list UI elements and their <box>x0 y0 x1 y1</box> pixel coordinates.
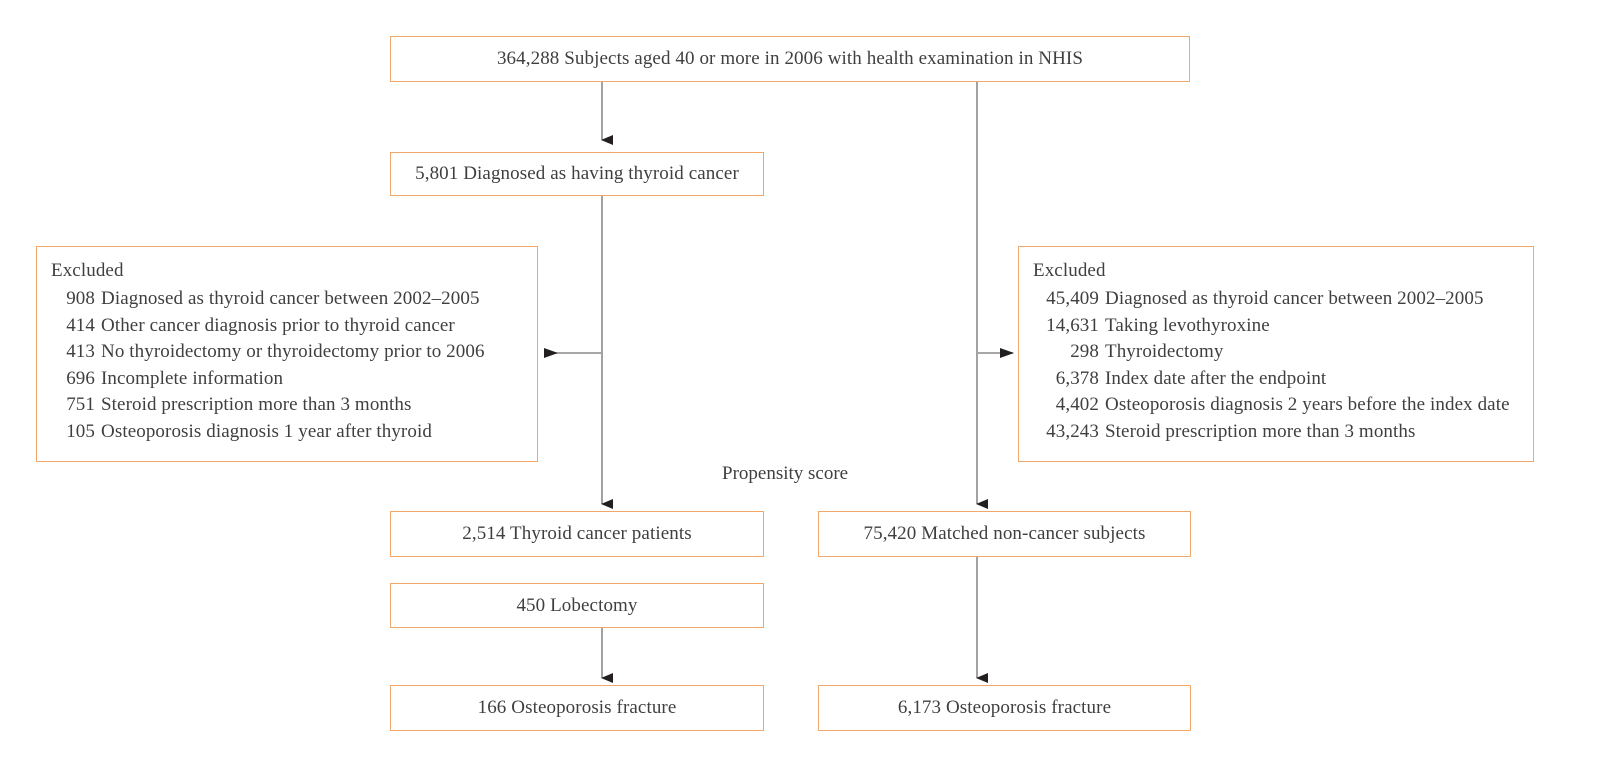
node-thyroid-cancer: 5,801 Diagnosed as having thyroid cancer <box>390 152 764 196</box>
propensity-score-text: Propensity score <box>722 463 849 484</box>
list-item: 751 Steroid prescription more than 3 mon… <box>51 392 519 419</box>
excluded-left-reason-1: Other cancer diagnosis prior to thyroid … <box>101 314 455 336</box>
node-thyroid-cancer-patients: 2,514 Thyroid cancer patients <box>390 511 764 557</box>
excluded-left-reason-4: Steroid prescription more than 3 months <box>101 394 412 416</box>
excluded-right-reason-0: Diagnosed as thyroid cancer between 2002… <box>1105 288 1484 309</box>
excluded-left-reason-5: Osteoporosis diagnosis 1 year after thyr… <box>101 420 432 442</box>
propensity-score-label: Propensity score <box>722 463 848 485</box>
list-item: 696 Incomplete information <box>51 366 519 393</box>
excluded-right-count-5: 43,243 <box>1046 420 1099 442</box>
excluded-left-count-4: 751 <box>66 394 95 416</box>
node-outcome-controls-label: 6,173 Osteoporosis fracture <box>897 697 1112 719</box>
list-item: 414 Other cancer diagnosis prior to thyr… <box>51 313 519 340</box>
node-excluded-left: Excluded 908 Diagnosed as thyroid cancer… <box>36 246 538 462</box>
excluded-left-reason-3: Incomplete information <box>101 367 284 389</box>
excluded-right-count-4: 4,402 <box>1055 394 1099 416</box>
list-item: 14,631 Taking levothyroxine <box>1033 313 1515 340</box>
excluded-right-title: Excluded <box>1033 260 1106 281</box>
excluded-left-list: 908 Diagnosed as thyroid cancer between … <box>51 286 519 446</box>
excluded-right-count-0: 45,409 <box>1046 288 1099 309</box>
excluded-left-reason-0: Diagnosed as thyroid cancer between 2002… <box>101 288 480 309</box>
excluded-left-count-2: 413 <box>66 341 95 363</box>
node-excluded-right: Excluded 45,409 Diagnosed as thyroid can… <box>1018 246 1534 462</box>
list-item: 413 No thyroidectomy or thyroidectomy pr… <box>51 339 519 366</box>
node-lobectomy-label: 450 Lobectomy <box>516 594 638 616</box>
excluded-right-reason-2: Thyroidectomy <box>1105 341 1224 363</box>
node-matched-non-cancer: 75,420 Matched non-cancer subjects <box>818 511 1191 557</box>
excluded-right-count-2: 298 <box>1070 341 1099 363</box>
list-item: 4,402 Osteoporosis diagnosis 2 years bef… <box>1033 392 1515 419</box>
list-item: 6,378 Index date after the endpoint <box>1033 366 1515 393</box>
excluded-left-count-5: 105 <box>66 420 95 442</box>
excluded-right-count-3: 6,378 <box>1055 367 1099 389</box>
excluded-right-list: 45,409 Diagnosed as thyroid cancer betwe… <box>1033 286 1515 446</box>
excluded-right-reason-4: Osteoporosis diagnosis 2 years before th… <box>1105 394 1510 416</box>
list-item: 908 Diagnosed as thyroid cancer between … <box>51 286 519 313</box>
list-item: 298 Thyroidectomy <box>1033 339 1515 366</box>
excluded-left-count-0: 908 <box>66 288 95 309</box>
excluded-right-reason-1: Taking levothyroxine <box>1105 314 1270 336</box>
node-matched-non-cancer-label: 75,420 Matched non-cancer subjects <box>863 523 1146 545</box>
excluded-left-count-3: 696 <box>66 367 95 389</box>
excluded-right-count-1: 14,631 <box>1046 314 1099 336</box>
list-item: 45,409 Diagnosed as thyroid cancer betwe… <box>1033 286 1515 313</box>
node-lobectomy: 450 Lobectomy <box>390 583 764 628</box>
node-cohort-source: 364,288 Subjects aged 40 or more in 2006… <box>390 36 1190 82</box>
excluded-left-reason-2: No thyroidectomy or thyroidectomy prior … <box>101 341 485 363</box>
excluded-left-count-1: 414 <box>66 314 95 336</box>
node-thyroid-cancer-patients-label: 2,514 Thyroid cancer patients <box>462 523 692 545</box>
node-outcome-cases: 166 Osteoporosis fracture <box>390 685 764 731</box>
list-item: 43,243 Steroid prescription more than 3 … <box>1033 419 1515 446</box>
excluded-left-title: Excluded <box>51 260 124 281</box>
excluded-right-reason-3: Index date after the endpoint <box>1105 367 1327 389</box>
excluded-right-reason-5: Steroid prescription more than 3 months <box>1105 420 1416 442</box>
list-item: 105 Osteoporosis diagnosis 1 year after … <box>51 419 519 446</box>
node-thyroid-cancer-label: 5,801 Diagnosed as having thyroid cancer <box>415 163 739 185</box>
node-cohort-source-label: 364,288 Subjects aged 40 or more in 2006… <box>496 48 1084 70</box>
node-outcome-controls: 6,173 Osteoporosis fracture <box>818 685 1191 731</box>
node-outcome-cases-label: 166 Osteoporosis fracture <box>477 697 677 719</box>
